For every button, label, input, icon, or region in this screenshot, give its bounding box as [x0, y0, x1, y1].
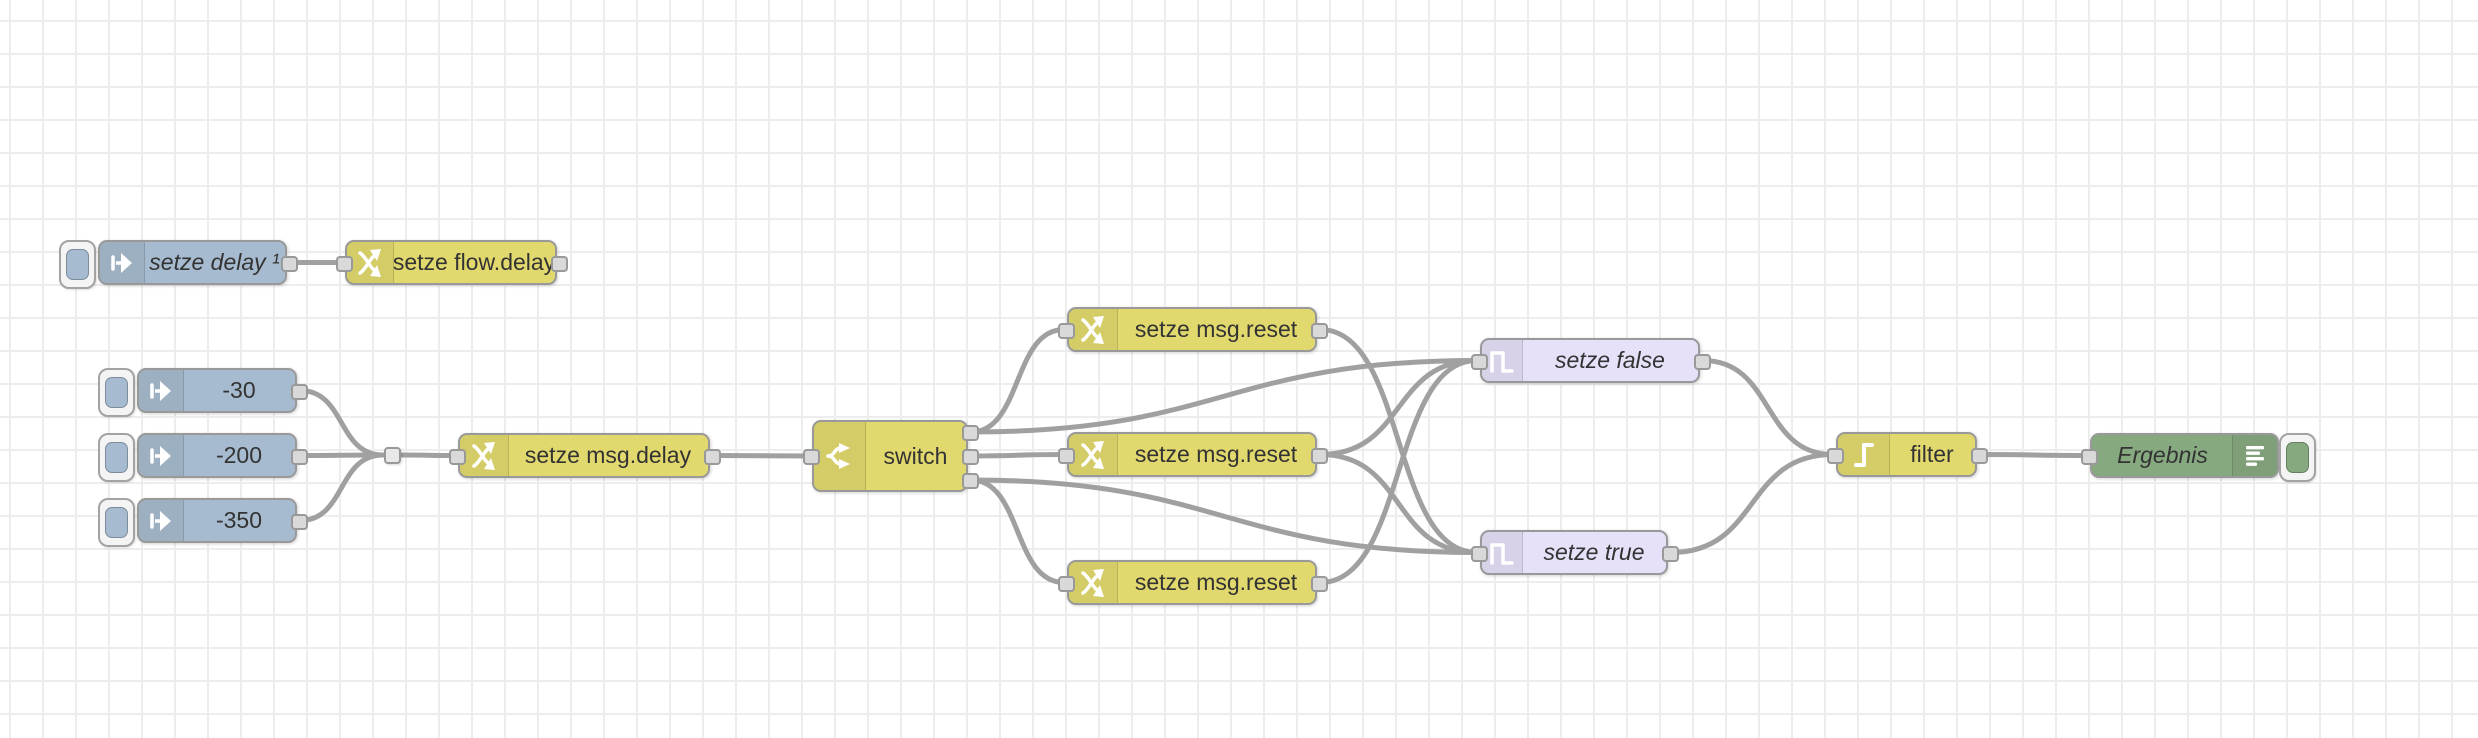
output-port-3[interactable] — [962, 473, 979, 489]
node-label: -200 — [215, 442, 263, 468]
output-port-1[interactable] — [1694, 353, 1711, 370]
wire[interactable] — [968, 477, 1067, 585]
wire[interactable] — [968, 477, 1480, 555]
input-port[interactable] — [336, 255, 353, 272]
button-face — [2286, 442, 2309, 473]
wire[interactable] — [968, 358, 1480, 435]
inject-button[interactable] — [98, 498, 135, 547]
input-port[interactable] — [1058, 447, 1075, 464]
inject-arrow-icon — [139, 370, 184, 411]
input-port[interactable] — [803, 449, 820, 465]
change-setze-flow-delay[interactable]: setze flow.delay — [336, 240, 568, 285]
wire[interactable] — [968, 327, 1067, 435]
wire[interactable] — [968, 452, 1067, 459]
change-setze-msg-reset-mid[interactable]: setze msg.reset — [1058, 432, 1328, 477]
input-port[interactable] — [2081, 448, 2098, 465]
button-face — [105, 507, 128, 538]
output-port-1[interactable] — [962, 425, 979, 441]
inject-setze-delay[interactable]: setze delay ¹ — [59, 240, 298, 289]
wire[interactable] — [710, 453, 812, 459]
wire[interactable] — [1668, 452, 1836, 555]
inject-arrow-icon — [139, 435, 184, 476]
output-port-1[interactable] — [1662, 545, 1679, 562]
node-label: -350 — [215, 507, 263, 533]
inject-button[interactable] — [98, 368, 135, 417]
trigger-pulse-icon — [1482, 340, 1523, 381]
wire[interactable] — [297, 388, 386, 458]
node-label: -30 — [222, 377, 256, 403]
switch-fork-icon — [814, 422, 866, 490]
output-port-2[interactable] — [962, 449, 979, 465]
trigger-pulse-icon — [1482, 532, 1523, 573]
wire[interactable] — [398, 452, 458, 458]
trigger-setze-true[interactable]: setze true — [1471, 530, 1679, 575]
node-label: filter — [1910, 441, 1954, 467]
inject-minus-200[interactable]: -200 — [98, 433, 308, 482]
button-face — [66, 249, 89, 280]
change-setze-msg-delay[interactable]: setze msg.delay — [449, 433, 721, 478]
inject-minus-350[interactable]: -350 — [98, 498, 308, 547]
output-port-1[interactable] — [1311, 447, 1328, 464]
debug-toggle-button[interactable] — [2279, 433, 2316, 482]
wire[interactable] — [1317, 452, 1480, 555]
node-label: setze msg.reset — [1134, 316, 1298, 342]
filter-step-icon — [1838, 434, 1890, 475]
output-port-1[interactable] — [281, 255, 298, 272]
node-label: setze msg.reset — [1134, 441, 1298, 467]
change-swap-icon — [1069, 562, 1118, 603]
node-label: setze flow.delay — [392, 249, 556, 275]
change-swap-icon — [460, 435, 509, 476]
wire[interactable] — [1317, 358, 1480, 585]
input-port[interactable] — [1471, 545, 1488, 562]
node-label: setze delay ¹ — [149, 249, 280, 275]
trigger-setze-false[interactable]: setze false — [1471, 338, 1711, 383]
inject-button[interactable] — [59, 240, 96, 289]
inject-arrow-icon — [139, 500, 184, 541]
inject-minus-30[interactable]: -30 — [98, 368, 308, 417]
junction-node[interactable] — [383, 446, 401, 464]
debug-ergebnis[interactable]: Ergebnis — [2081, 433, 2316, 482]
node-label: switch — [883, 442, 948, 469]
button-face — [105, 442, 128, 473]
wire[interactable] — [1700, 358, 1836, 457]
output-port-1[interactable] — [704, 448, 721, 465]
output-port-1[interactable] — [551, 255, 568, 272]
input-port[interactable] — [1471, 353, 1488, 370]
wire[interactable] — [297, 452, 386, 523]
node-label: setze false — [1555, 347, 1665, 373]
wire[interactable] — [1977, 452, 2090, 458]
node-label: setze msg.reset — [1134, 569, 1298, 595]
node-label: setze true — [1543, 539, 1645, 565]
change-swap-icon — [1069, 309, 1118, 350]
output-port-1[interactable] — [291, 448, 308, 465]
button-face — [105, 377, 128, 408]
input-port[interactable] — [1827, 447, 1844, 464]
filter-1[interactable]: filter — [1827, 432, 1988, 477]
node-label: Ergebnis — [2117, 442, 2208, 468]
inject-button[interactable] — [98, 433, 135, 482]
inject-arrow-icon — [100, 242, 145, 283]
node-label: setze msg.delay — [524, 442, 692, 468]
wire[interactable] — [1317, 358, 1480, 457]
change-setze-msg-reset-bottom[interactable]: setze msg.reset — [1058, 560, 1328, 605]
output-port-1[interactable] — [1971, 447, 1988, 464]
change-swap-icon — [347, 242, 394, 283]
debug-output-icon — [2232, 435, 2277, 476]
output-port-1[interactable] — [291, 513, 308, 530]
output-port-1[interactable] — [1311, 575, 1328, 592]
output-port-1[interactable] — [291, 383, 308, 400]
wire[interactable] — [1317, 327, 1480, 555]
switch-1[interactable]: switch — [803, 420, 979, 492]
input-port[interactable] — [449, 448, 466, 465]
output-port-1[interactable] — [1311, 322, 1328, 339]
input-port[interactable] — [1058, 322, 1075, 339]
change-swap-icon — [1069, 434, 1118, 475]
input-port[interactable] — [1058, 575, 1075, 592]
change-setze-msg-reset-top[interactable]: setze msg.reset — [1058, 307, 1328, 352]
